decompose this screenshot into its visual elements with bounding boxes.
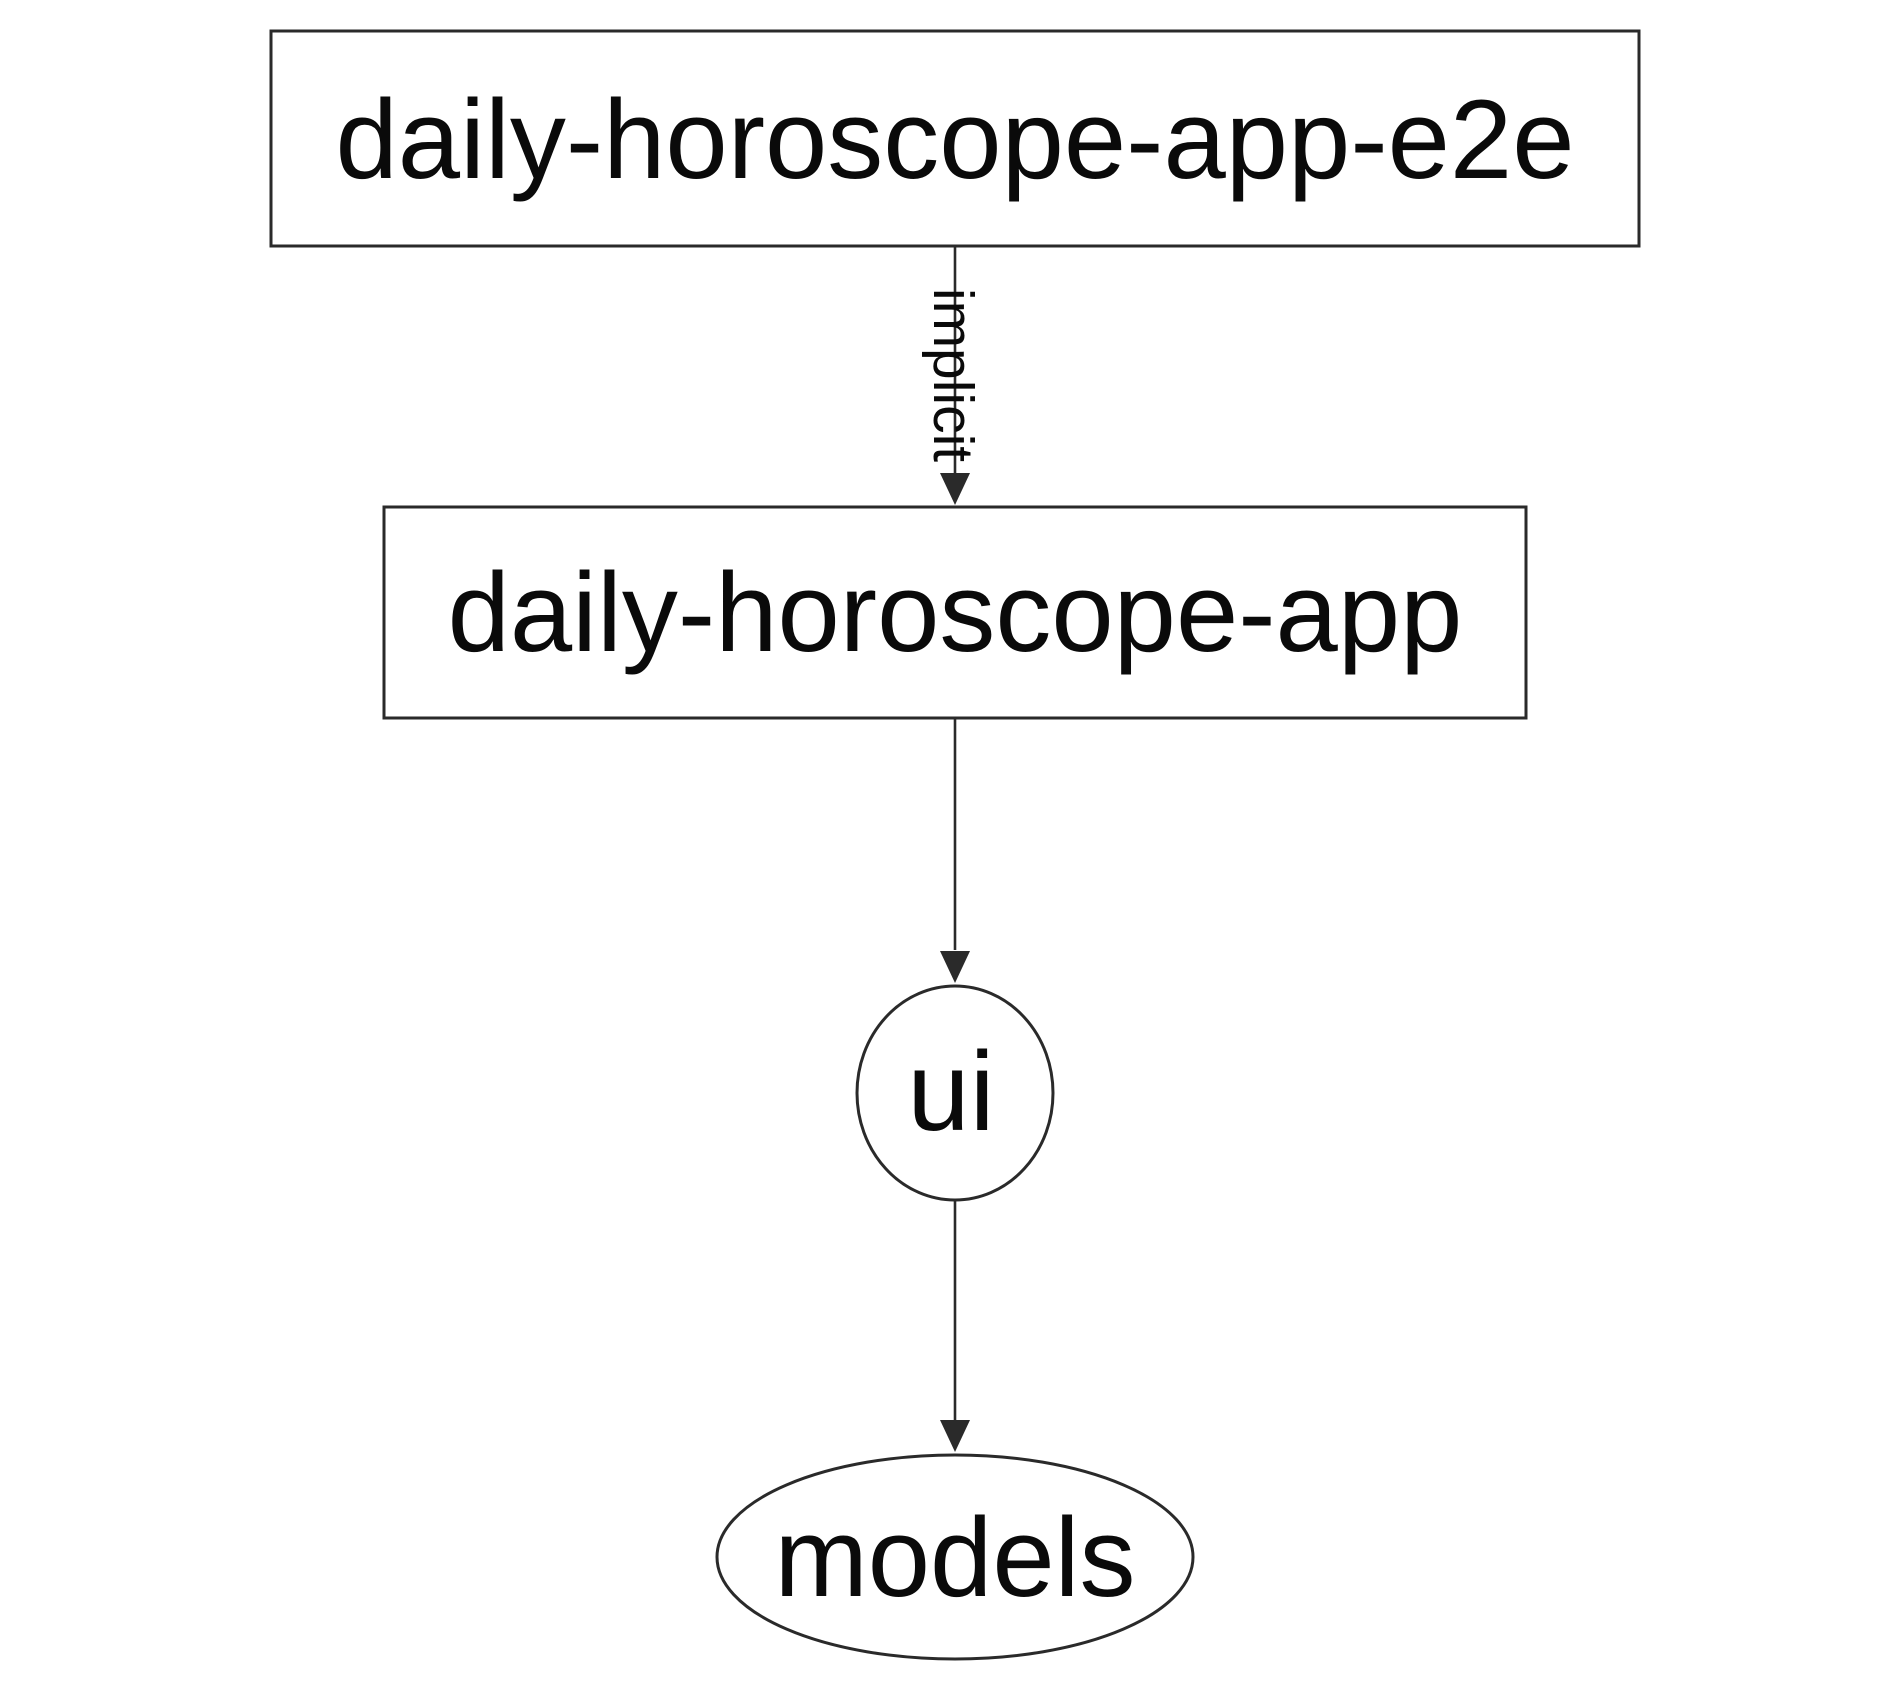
edge-ui-to-models [940, 1200, 970, 1452]
arrowhead-icon [940, 473, 970, 505]
edge-label-implicit: implicit [921, 288, 985, 462]
node-ellipse [715, 1453, 1195, 1661]
arrowhead-icon [940, 1420, 970, 1452]
node-daily-horoscope-app-e2e: daily-horoscope-app-e2e [269, 29, 1641, 248]
node-label: daily-horoscope-app [448, 550, 1463, 675]
node-label: ui [907, 1029, 994, 1154]
node-label: daily-horoscope-app-e2e [336, 77, 1575, 202]
node-box [382, 505, 1528, 720]
arrowhead-icon [940, 951, 970, 983]
node-models: models [715, 1453, 1195, 1661]
node-ellipse [855, 984, 1055, 1202]
node-daily-horoscope-app: daily-horoscope-app [382, 505, 1528, 720]
edge-app-to-ui [940, 718, 970, 983]
node-ui: ui [855, 984, 1055, 1202]
node-label: models [774, 1495, 1135, 1620]
node-box [269, 29, 1641, 248]
edge-e2e-to-app: implicit [921, 246, 985, 505]
